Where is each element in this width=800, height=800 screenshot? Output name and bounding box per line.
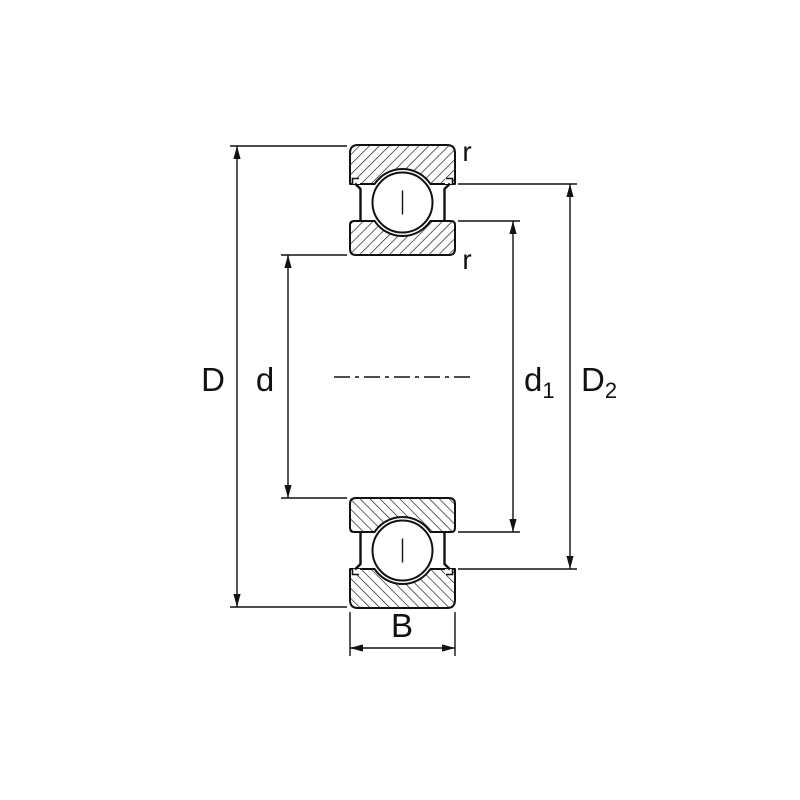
dimension-D2: D2 xyxy=(458,183,617,570)
dimension-d1: d1 xyxy=(458,220,555,533)
label-D: D xyxy=(201,361,225,398)
outer-ring-section xyxy=(349,144,456,185)
arrowhead-D-down xyxy=(233,594,241,607)
bearing-section-bottom xyxy=(348,496,457,610)
shield-notch-right xyxy=(445,178,452,184)
label-D2: D2 xyxy=(581,361,617,403)
shield-anchor-right xyxy=(446,177,454,184)
label-d1: d1 xyxy=(524,361,555,403)
inner-ring-section xyxy=(349,220,456,256)
shield-right xyxy=(443,182,451,222)
arrowhead-B-left xyxy=(350,644,363,652)
dimension-d: d xyxy=(256,254,347,499)
dimension-B: B xyxy=(349,607,456,656)
bearing-section-top xyxy=(349,144,456,256)
arrowhead-D2-down xyxy=(566,556,574,569)
label-d: d xyxy=(256,361,274,398)
shield-left xyxy=(354,182,362,222)
label-r-inner: r xyxy=(462,244,471,275)
arrowhead-d-down xyxy=(284,485,292,498)
label-B: B xyxy=(391,607,413,644)
arrowhead-B-right xyxy=(442,644,455,652)
arrowhead-d1-down xyxy=(509,519,517,532)
arrowhead-D-up xyxy=(233,146,241,159)
shield-anchor-left xyxy=(351,177,359,184)
dimension-D: D xyxy=(201,145,347,608)
arrowhead-D2-up xyxy=(566,184,574,197)
arrowhead-d-up xyxy=(284,255,292,268)
label-r-outer: r xyxy=(462,136,471,167)
shield-notch-left xyxy=(353,178,360,184)
arrowhead-d1-up xyxy=(509,221,517,234)
